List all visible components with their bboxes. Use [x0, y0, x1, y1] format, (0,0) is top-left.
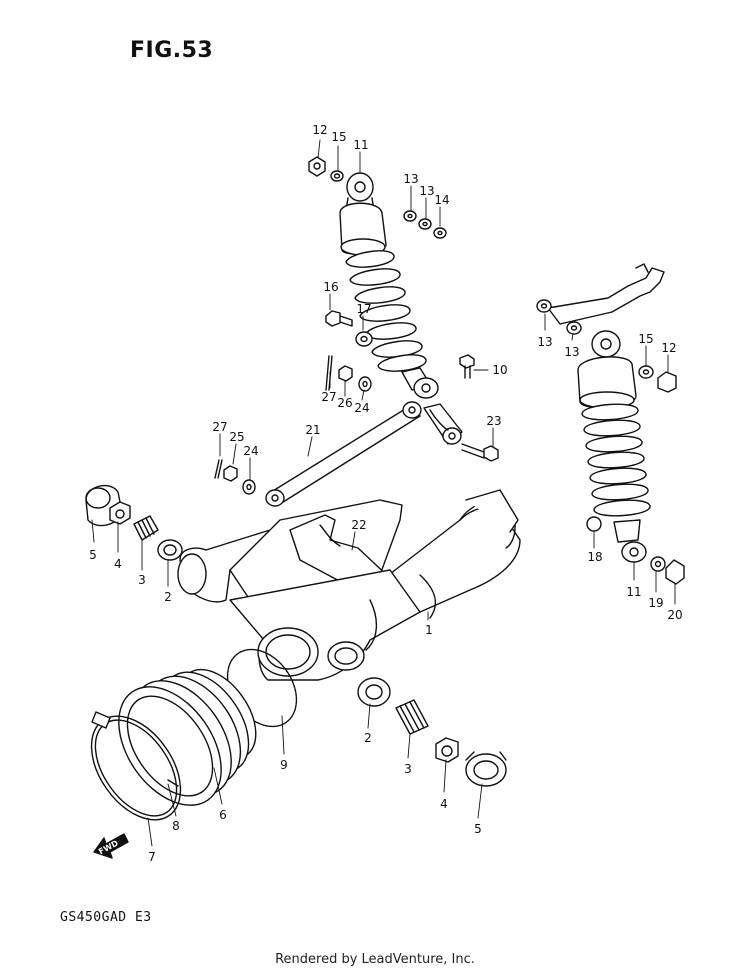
callout-13: 13	[419, 184, 435, 198]
shock-absorber-right	[548, 264, 664, 562]
boot-assembly	[73, 636, 310, 836]
callout-15: 15	[331, 130, 347, 144]
callout-16: 16	[323, 280, 339, 294]
callout-10: 10	[492, 363, 508, 377]
callout-12: 12	[661, 341, 677, 355]
callout-25: 25	[229, 430, 245, 444]
torque-rod	[215, 402, 498, 506]
callout-5: 5	[89, 548, 97, 562]
callout-2: 2	[164, 590, 172, 604]
callout-3: 3	[138, 573, 146, 587]
callout-24: 24	[354, 401, 370, 415]
model-code: GS450GAD E3	[60, 910, 152, 925]
callout-9: 9	[280, 758, 288, 772]
callout-11: 11	[626, 585, 642, 599]
callout-12: 12	[312, 123, 328, 137]
callout-1: 1	[425, 623, 433, 637]
render-credit: Rendered by LeadVenture, Inc.	[275, 952, 475, 967]
callout-4: 4	[440, 797, 448, 811]
shock-absorber-left	[340, 173, 438, 398]
leader-lines	[92, 140, 675, 846]
callout-13: 13	[403, 172, 419, 186]
callout-11: 11	[353, 138, 369, 152]
callout-19: 19	[648, 596, 664, 610]
callout-23: 23	[486, 414, 502, 428]
callout-5: 5	[474, 822, 482, 836]
callout-18: 18	[587, 550, 603, 564]
callout-20: 20	[667, 608, 683, 622]
callout-27: 27	[212, 420, 228, 434]
pivot-hardware-right	[358, 678, 506, 786]
callout-21: 21	[305, 423, 321, 437]
callout-3: 3	[404, 762, 412, 776]
callout-13: 13	[537, 335, 553, 349]
callout-6: 6	[219, 808, 227, 822]
swingarm	[178, 490, 520, 680]
shock-hardware-right	[537, 300, 684, 584]
callout-14: 14	[434, 193, 450, 207]
forward-arrow-icon	[94, 834, 128, 858]
callout-22: 22	[351, 518, 367, 532]
shock-hardware-upper	[309, 157, 474, 391]
callout-2: 2	[364, 731, 372, 745]
callout-8: 8	[172, 819, 180, 833]
callout-27: 27	[321, 390, 337, 404]
pivot-hardware-left	[86, 486, 182, 560]
callout-26: 26	[337, 396, 353, 410]
callout-17: 17	[356, 302, 372, 316]
figure-title: FIG.53	[130, 38, 214, 63]
callout-24: 24	[243, 444, 259, 458]
callout-4: 4	[114, 557, 122, 571]
callout-15: 15	[638, 332, 654, 346]
callout-7: 7	[148, 850, 156, 864]
callout-13: 13	[564, 345, 580, 359]
